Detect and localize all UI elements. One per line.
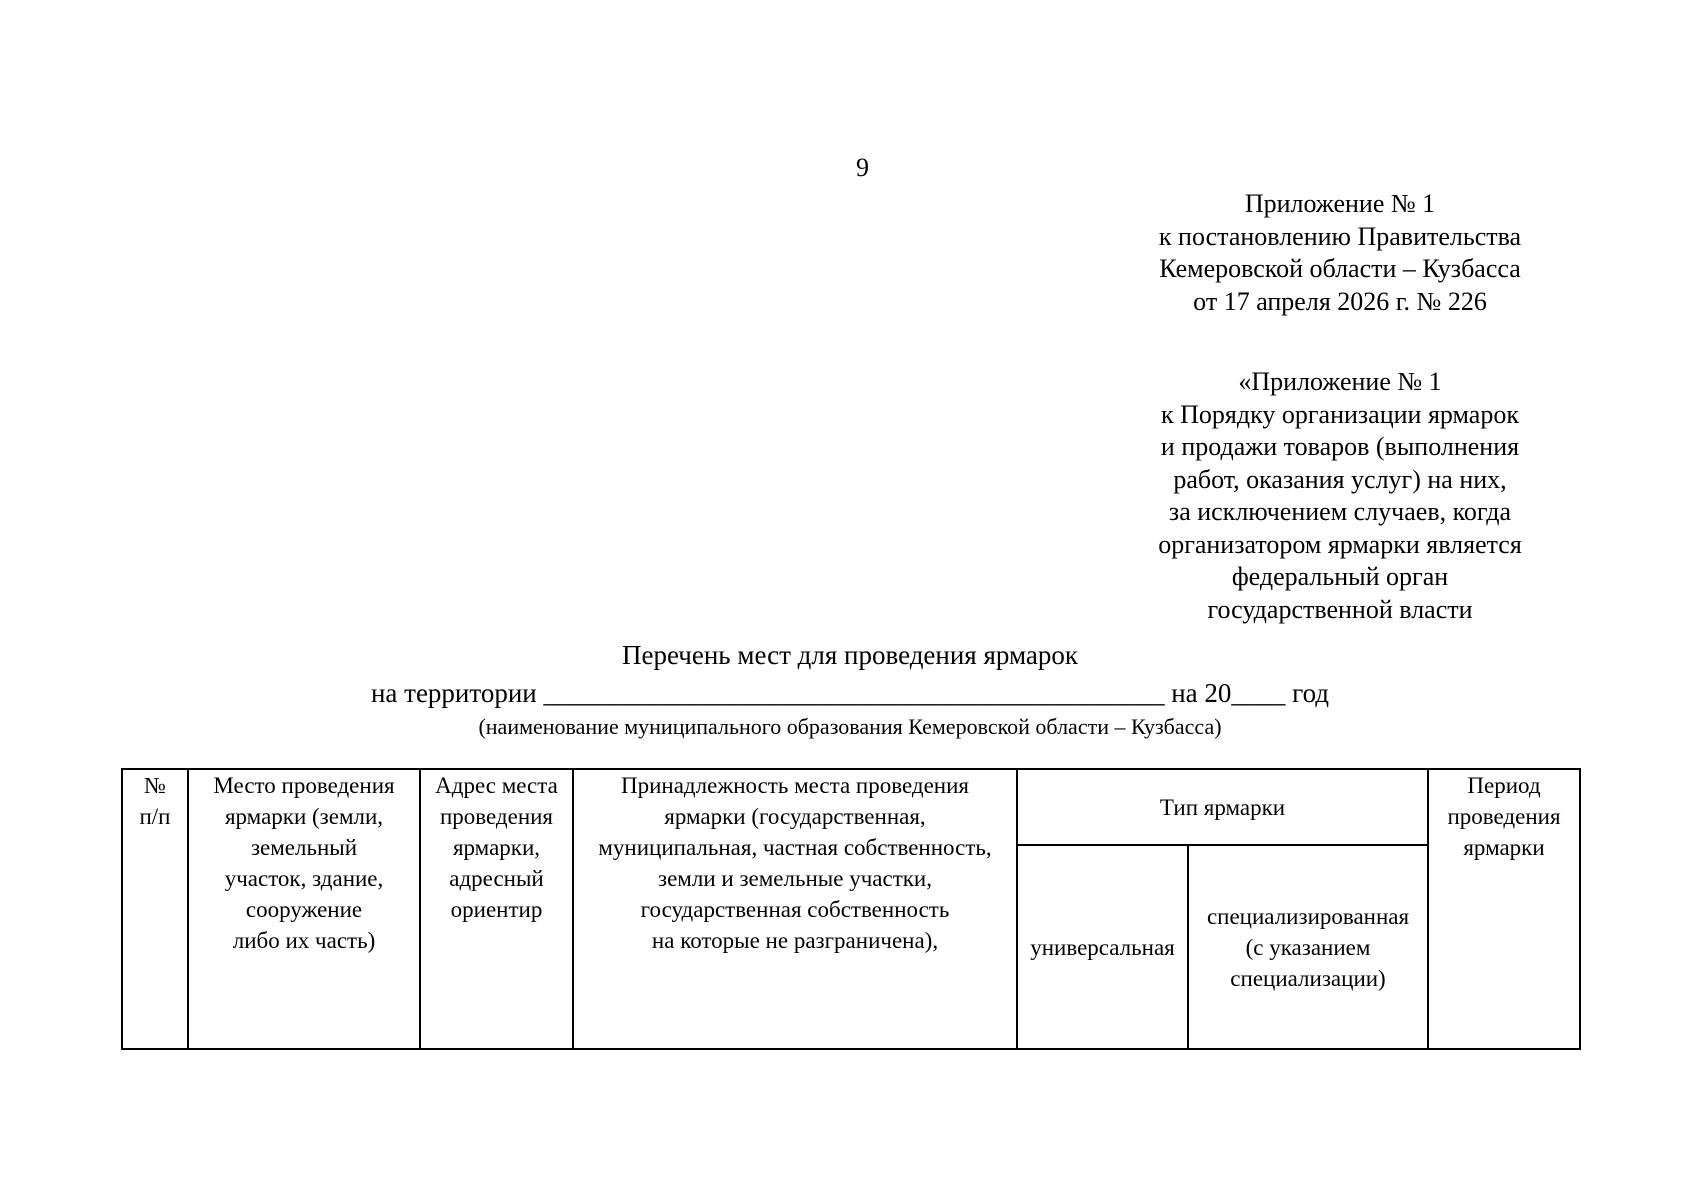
annex-line: Кемеровской области – Кузбасса	[1159, 254, 1521, 283]
annex-line: Приложение № 1	[1244, 189, 1436, 218]
col-header-period: Период проведения ярмарки	[1427, 768, 1582, 1050]
territory-caption: (наименование муниципального образования…	[478, 714, 1222, 739]
page-number: 9	[856, 153, 869, 182]
territory-year-suffix: на 20____ год	[1164, 678, 1330, 708]
territory-line: на территории __________________________…	[120, 678, 1580, 709]
order-line: федеральный орган	[1231, 562, 1449, 591]
col-header-fair-type: Тип ярмарки	[1015, 768, 1430, 846]
order-line: организатором ярмарки является	[1158, 529, 1522, 559]
territory-prefix: на территории	[370, 678, 544, 708]
order-line: и продажи товаров (выполнения	[1160, 432, 1520, 461]
col-header-specialized: специализированная (с указанием специали…	[1186, 844, 1430, 1050]
annex-line: к постановлению Правительства	[1158, 221, 1522, 251]
order-reference-block: «Приложение № 1 к Порядку организации яр…	[1075, 366, 1605, 626]
document-title: Перечень мест для проведения ярмарок	[622, 640, 1078, 670]
col-header-universal: универсальная	[1016, 844, 1189, 1050]
annex-line: от 17 апреля 2026 г. № 226	[1193, 286, 1487, 316]
territory-blank-line: ________________________________________…	[543, 678, 1165, 708]
order-line: государственной власти	[1207, 594, 1473, 624]
col-header-ownership: Принадлежность места проведения ярмарки …	[572, 768, 1018, 1050]
col-header-address: Адрес места проведения ярмарки, адресный…	[419, 768, 574, 1050]
order-line: к Порядку организации ярмарок	[1161, 399, 1519, 429]
col-header-number: № п/п	[121, 768, 189, 1050]
fairs-locations-table: № п/п Место проведения ярмарки (земли, з…	[121, 768, 1582, 1050]
order-line: «Приложение № 1	[1238, 367, 1442, 396]
order-line: работ, оказания услуг) на них,	[1173, 464, 1507, 494]
order-line: за исключением случаев, когда	[1168, 497, 1512, 526]
annex-reference-block: Приложение № 1 к постановлению Правитель…	[1075, 188, 1605, 318]
col-header-place: Место проведения ярмарки (земли, земельн…	[187, 768, 421, 1050]
